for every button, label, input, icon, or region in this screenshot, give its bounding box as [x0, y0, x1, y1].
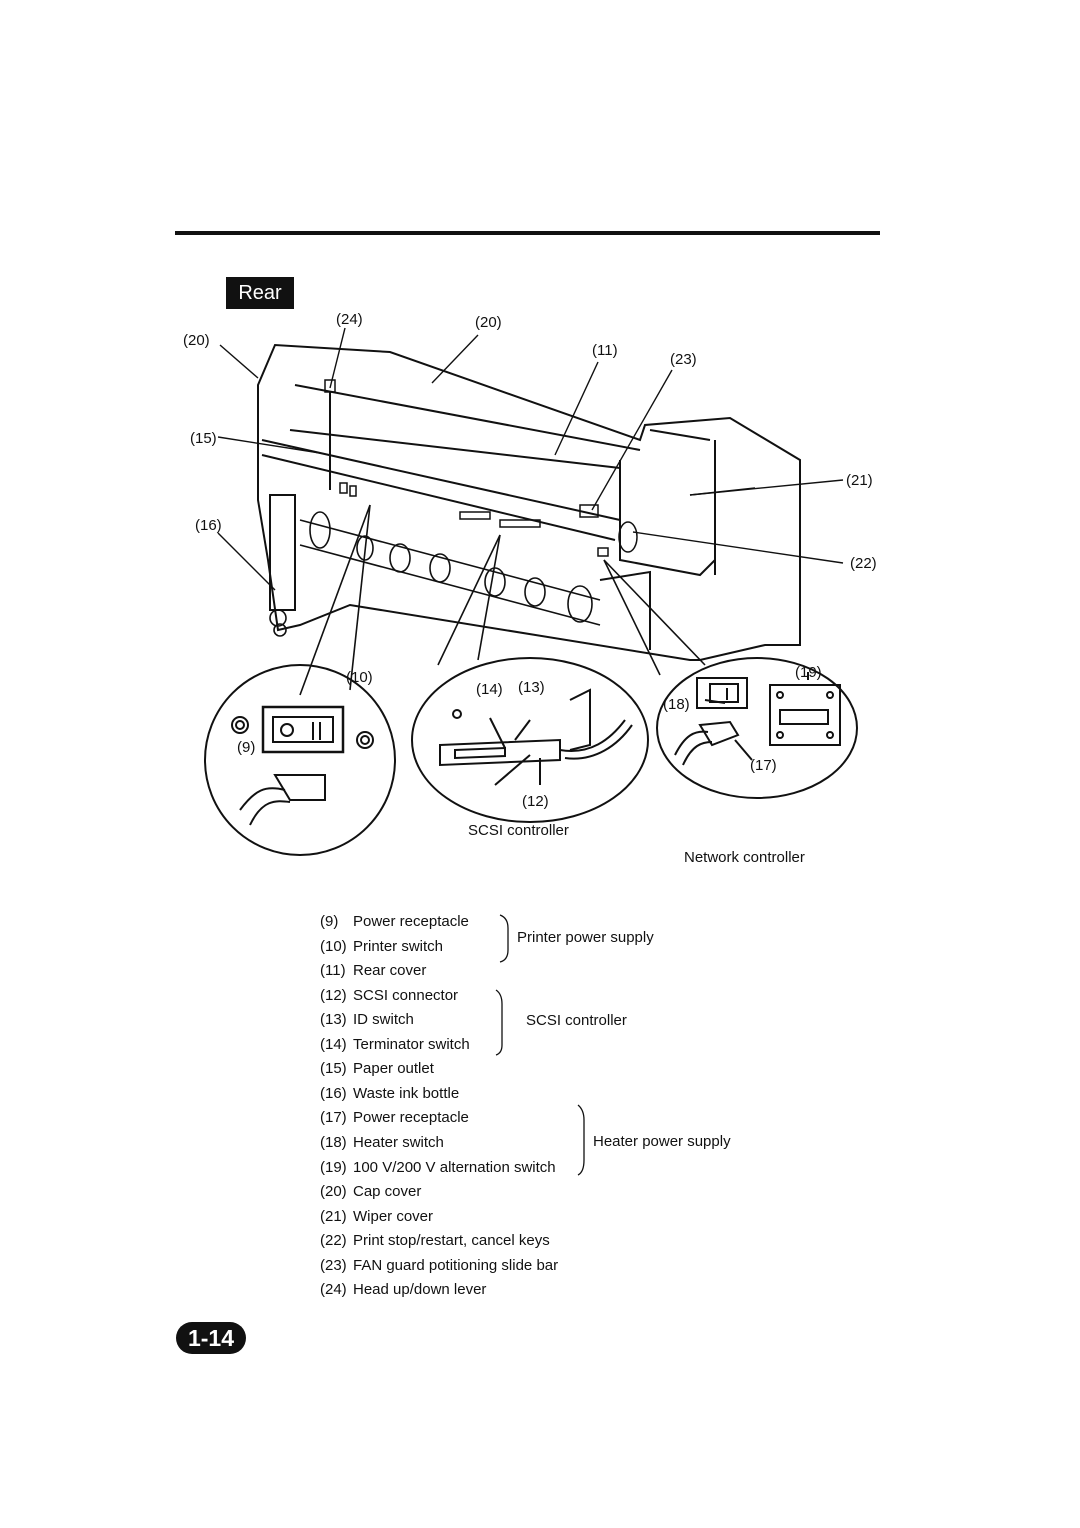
callout-15: (15)	[190, 430, 217, 447]
legend-text: 100 V/200 V alternation switch	[353, 1159, 556, 1176]
legend-text: Power receptacle	[353, 913, 469, 930]
detail-scsi	[411, 657, 649, 823]
header-rule	[175, 231, 880, 235]
legend-text: Cap cover	[353, 1183, 422, 1200]
legend-item: (11) Rear cover	[320, 962, 426, 979]
legend-item: (10) Printer switch	[320, 938, 443, 955]
legend-item: (20) Cap cover	[320, 1183, 421, 1200]
callout-21: (21)	[846, 472, 873, 489]
page-number: 1-14	[176, 1322, 246, 1354]
legend-text: Heater switch	[353, 1134, 444, 1151]
callout-20-left: (20)	[183, 332, 210, 349]
legend-number: (17)	[320, 1109, 347, 1126]
legend-item: (22) Print stop/restart, cancel keys	[320, 1232, 550, 1249]
heater-power-group-label: Heater power supply	[593, 1133, 731, 1150]
legend-text: Power receptacle	[353, 1109, 469, 1126]
callout-24: (24)	[336, 311, 363, 328]
legend-item: (18) Heater switch	[320, 1134, 444, 1151]
legend-item: (19) 100 V/200 V alternation switch	[320, 1159, 556, 1176]
legend-number: (16)	[320, 1085, 347, 1102]
legend-item: (15) Paper outlet	[320, 1060, 434, 1077]
legend-item: (17) Power receptacle	[320, 1109, 469, 1126]
detail-heater-power	[656, 657, 858, 799]
legend-item: (16) Waste ink bottle	[320, 1085, 459, 1102]
detail-printer-power	[204, 664, 396, 856]
magnifier-cones	[299, 504, 706, 696]
legend-item: (12) SCSI connector	[320, 987, 458, 1004]
legend-number: (19)	[320, 1159, 347, 1176]
legend-text: Print stop/restart, cancel keys	[353, 1232, 550, 1249]
legend-text: Rear cover	[353, 962, 427, 979]
callout-10: (10)	[346, 669, 373, 686]
callout-labels: (24) (20) (20) (11) (23) (15) (21) (16) …	[183, 311, 877, 810]
legend-number: (15)	[320, 1060, 347, 1077]
callout-19: (19)	[795, 664, 822, 681]
callout-16: (16)	[195, 517, 222, 534]
legend-text: Paper outlet	[353, 1060, 434, 1077]
legend-text: Wiper cover	[353, 1208, 434, 1225]
legend-text: ID switch	[353, 1011, 414, 1028]
legend-text: Head up/down lever	[353, 1281, 487, 1298]
legend-item: (13) ID switch	[320, 1011, 414, 1028]
scsi-caption: SCSI controller	[468, 822, 569, 839]
legend-item: (21) Wiper cover	[320, 1208, 433, 1225]
leader-lines	[217, 327, 844, 591]
scsi-controller-group-label: SCSI controller	[526, 1012, 627, 1029]
legend-number: (10)	[320, 938, 347, 955]
legend-number: (12)	[320, 987, 347, 1004]
callout-11: (11)	[592, 342, 618, 359]
legend-number: (21)	[320, 1208, 347, 1225]
legend-item: (23) FAN guard potitioning slide bar	[320, 1257, 558, 1274]
callout-17: (17)	[750, 757, 777, 774]
callout-13: (13)	[518, 679, 545, 696]
legend-number: (14)	[320, 1036, 347, 1053]
legend-number: (9)	[320, 913, 339, 930]
callout-22: (22)	[850, 555, 877, 572]
printer-body	[257, 343, 801, 661]
legend-number: (18)	[320, 1134, 347, 1151]
callout-12: (12)	[522, 793, 549, 810]
section-title: Rear	[226, 277, 294, 309]
legend-text: Waste ink bottle	[353, 1085, 460, 1102]
legend-number: (13)	[320, 1011, 347, 1028]
legend-text: Printer switch	[353, 938, 444, 955]
callout-14: (14)	[476, 681, 503, 698]
legend-number: (23)	[320, 1257, 347, 1274]
legend-item: (24) Head up/down lever	[320, 1281, 486, 1298]
legend-text: Terminator switch	[353, 1036, 470, 1053]
legend-text: FAN guard potitioning slide bar	[353, 1257, 559, 1274]
printer-power-group-label: Printer power supply	[517, 929, 654, 946]
legend-item: (14) Terminator switch	[320, 1036, 470, 1053]
legend-number: (11)	[320, 962, 346, 979]
legend-number: (20)	[320, 1183, 347, 1200]
network-caption: Network controller	[684, 849, 805, 866]
callout-9: (9)	[237, 739, 255, 756]
legend-number: (22)	[320, 1232, 347, 1249]
legend-item: (9) Power receptacle	[320, 913, 469, 930]
callout-20-top: (20)	[475, 314, 502, 331]
legend-text: SCSI connector	[353, 987, 459, 1004]
callout-18: (18)	[663, 696, 690, 713]
legend-braces	[495, 914, 585, 1176]
legend-number: (24)	[320, 1281, 347, 1298]
callout-23: (23)	[670, 351, 697, 368]
